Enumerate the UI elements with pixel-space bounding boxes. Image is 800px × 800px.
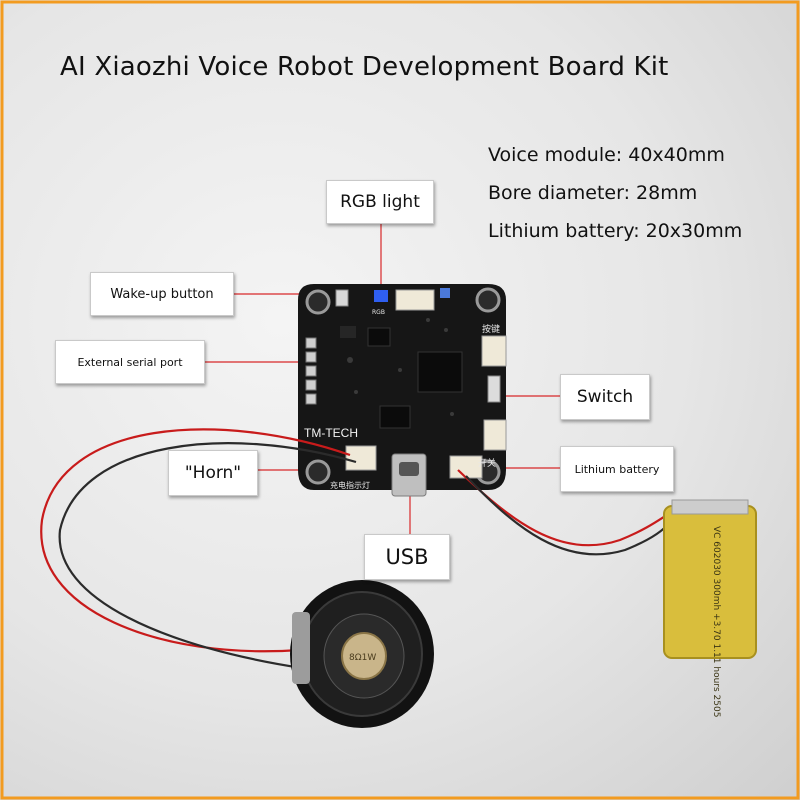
horn-connector xyxy=(345,445,377,471)
battery-tab xyxy=(671,499,749,515)
button-connector xyxy=(481,335,507,367)
callout-wake-button: Wake-up button xyxy=(90,272,234,316)
callout-switch: Switch xyxy=(560,374,650,420)
spec-voice-module: Voice module: 40x40mm xyxy=(488,144,725,166)
switch-part xyxy=(487,375,501,403)
speaker: 8Ω1W xyxy=(290,580,434,728)
wires xyxy=(40,428,673,670)
rgb-led xyxy=(374,290,388,302)
board-key-label: 按键 xyxy=(482,323,500,335)
top-connector xyxy=(395,289,435,311)
page-title: AI Xiaozhi Voice Robot Development Board… xyxy=(60,52,669,82)
serial-header xyxy=(305,337,317,405)
callout-serial-port: External serial port xyxy=(55,340,205,384)
callout-horn: "Horn" xyxy=(168,450,258,496)
wake-button-part xyxy=(335,289,349,307)
speaker-center xyxy=(341,632,387,680)
spec-bore-diameter: Bore diameter: 28mm xyxy=(488,182,698,204)
battery-spec: VC 602030 300mh +3.70 1.11 hours 2505 xyxy=(711,526,721,717)
board-power-label: 开关 xyxy=(478,457,496,469)
board-brand: TM-TECH xyxy=(304,426,358,440)
callout-usb: USB xyxy=(364,534,450,580)
speaker-terminal xyxy=(292,612,310,684)
callout-lithium-battery: Lithium battery xyxy=(560,446,674,492)
battery: VC 602030 300mh +3.70 1.11 hours 2505 xyxy=(663,499,757,717)
callout-rgb-light: RGB light xyxy=(326,180,434,224)
speaker-spec: 8Ω1W xyxy=(349,653,376,663)
board-charge-label: 充电指示灯 xyxy=(330,480,370,490)
spec-battery: Lithium battery: 20x30mm xyxy=(488,220,743,242)
board-rgb-label: RGB xyxy=(372,309,385,316)
pcb-board: TM-TECH 按键 开关 充电指示灯 RGB xyxy=(298,284,507,497)
